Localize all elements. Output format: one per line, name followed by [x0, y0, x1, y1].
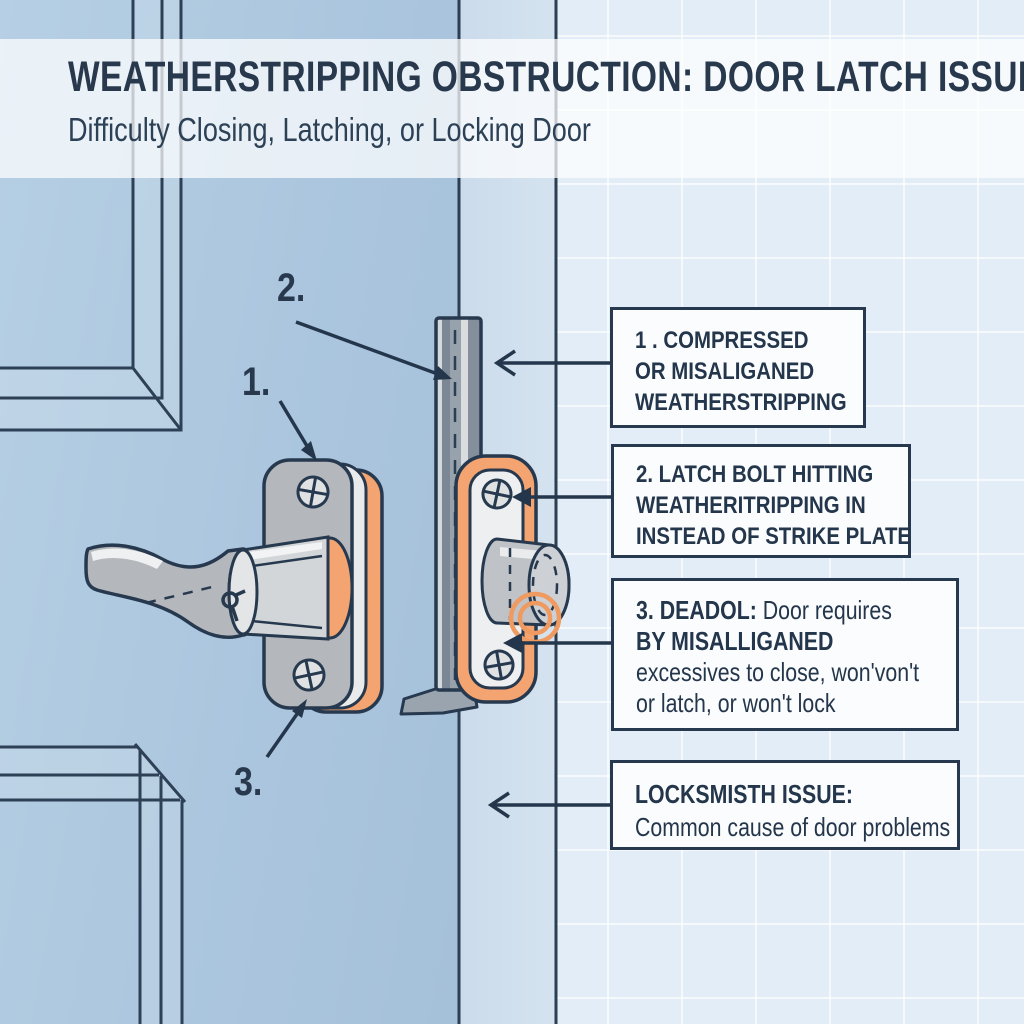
screw-icon [481, 478, 513, 510]
screw-icon [292, 658, 326, 692]
latch-bolt [480, 537, 571, 627]
callout-latch-bolt-hitting: 2. LATCH BOLT HITTING WEATHERITRIPPING I… [611, 444, 911, 558]
callout-line: or latch, or won't lock [636, 688, 836, 718]
callout-line: LOCKSMISTH ISSUE: [635, 779, 853, 809]
page-title: WEATHERSTRIPPING OBSTRUCTION: DOOR LATCH… [68, 53, 1024, 101]
keyhole-icon [221, 589, 246, 622]
title-banner: WEATHERSTRIPPING OBSTRUCTION: DOOR LATCH… [0, 39, 1024, 178]
door-panel-frame-bottom [0, 743, 187, 1024]
leader-arrows [487, 349, 611, 819]
pointer-arrows [265, 320, 452, 759]
lever-handle-assembly [84, 458, 384, 714]
callout-compressed-weatherstripping: 1 . COMPRESSED OR MISALIGANED WEATHERSTR… [610, 307, 866, 428]
callout-line: 2. LATCH BOLT HITTING [636, 461, 874, 488]
callout-line: INSTEAD OF STRIKE PLATE [636, 523, 912, 550]
pointer-label-1: 1. [242, 360, 271, 404]
pointer-label-2: 2. [277, 266, 306, 310]
callout-line: BY MISALLIGANED [636, 626, 834, 656]
callout-line: 1 . COMPRESSED [635, 327, 809, 354]
screw-icon [483, 649, 515, 681]
screw-icon [296, 475, 330, 509]
callout-line: excessives to close, won'von't [636, 657, 920, 687]
callout-line: OR MISALIGANED [635, 358, 815, 385]
callout-line: Common cause of door problems [635, 812, 951, 842]
strike-plate-assembly [454, 454, 571, 704]
callout-line: WEATHERITRIPPING IN [636, 492, 866, 519]
callout-door-requires-force: 3. DEADOL: Door requires BY MISALLIGANED… [611, 578, 959, 731]
pointer-label-3: 3. [234, 760, 263, 804]
callout-locksmith-issue: LOCKSMISTH ISSUE: Common cause of door p… [610, 760, 960, 850]
callout-line: 3. DEADOL: Door requires [636, 595, 892, 625]
page-subtitle: Difficulty Closing, Latching, or Locking… [68, 111, 591, 148]
callout-line: WEATHERSTRIPPING [635, 389, 847, 416]
